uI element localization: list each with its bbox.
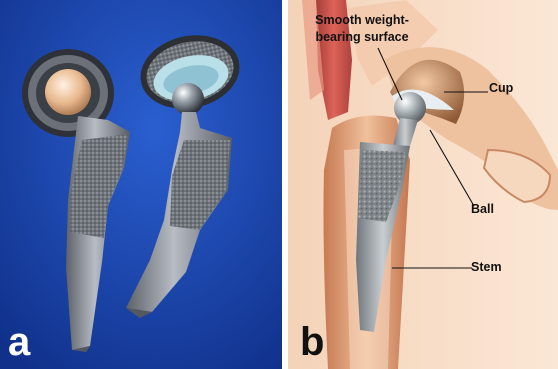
- label-ball: Ball: [471, 202, 494, 216]
- panel-letter-a: a: [8, 322, 30, 362]
- illustration-panel-b: Smooth weight-bearing surface Cup Ball S…: [288, 0, 558, 369]
- panel-letter-b: b: [300, 322, 324, 362]
- label-smooth-weight-bearing-surface: Smooth weight-bearing surface: [302, 12, 422, 46]
- label-stem: Stem: [471, 260, 502, 274]
- label-cup: Cup: [489, 81, 513, 95]
- hip-implant-illustration: [288, 0, 558, 369]
- photo-panel-a: a: [0, 0, 282, 369]
- hip-prostheses-photo: [0, 0, 282, 369]
